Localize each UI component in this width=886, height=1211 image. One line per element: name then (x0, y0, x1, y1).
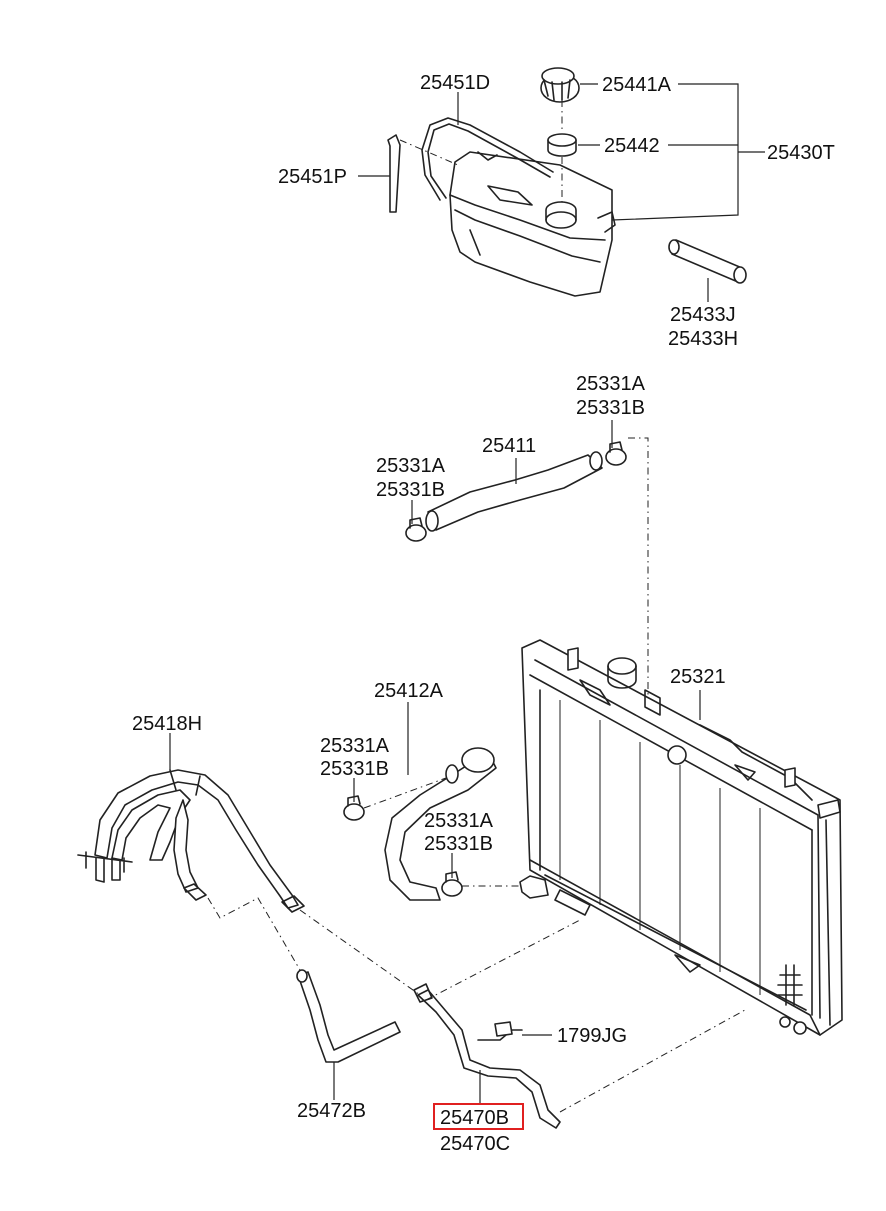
label-clamp-top-b: 25331B (576, 397, 645, 419)
label-25442: 25442 (604, 135, 660, 157)
upper-radiator-hose (425, 451, 603, 532)
label-25441A: 25441A (602, 74, 672, 96)
label-clamp-mid-a: 25331A (320, 735, 390, 757)
return-hose-upper-dash (425, 919, 581, 1001)
temperature-sensor (477, 1021, 523, 1041)
return-hose-pipe (413, 983, 561, 1129)
lower-radiator-hose (384, 747, 497, 901)
short-hose (668, 239, 747, 284)
label-clamp-mid-b: 25331B (320, 758, 389, 780)
label-25412A: 25412A (374, 680, 444, 702)
label-clamp-upper-b: 25331B (376, 479, 445, 501)
heater-hose-dash-left (207, 897, 301, 971)
lower-clamp-upper (343, 795, 365, 821)
heater-hose-assembly (77, 769, 305, 913)
label-25451P: 25451P (278, 166, 347, 188)
label-25411: 25411 (482, 435, 536, 457)
return-hose-lower-dash (559, 1009, 746, 1113)
overflow-hose (421, 117, 554, 201)
heater-pipe (296, 969, 401, 1063)
label-25430T: 25430T (767, 142, 835, 164)
overflow-hose-edge (427, 123, 551, 199)
label-25470B[interactable]: 25470B (440, 1107, 509, 1129)
leader-25441A-bracket (611, 83, 739, 221)
label-25321: 25321 (670, 666, 726, 688)
drain-pipe-dash (399, 139, 459, 166)
heater-hose-dash-right (299, 909, 421, 996)
label-clamp-low-b: 25331B (424, 833, 493, 855)
drain-pipe (387, 134, 401, 213)
label-clamp-upper-a: 25331A (376, 455, 446, 477)
reservoir-tank (449, 151, 616, 297)
label-25433H: 25433H (668, 328, 738, 350)
radiator-outlet-pipe (519, 875, 549, 899)
label-1799JG: 1799JG (557, 1025, 627, 1047)
label-25470C: 25470C (440, 1133, 510, 1155)
label-clamp-low-a: 25331A (424, 810, 494, 832)
cap-seal-ring (547, 133, 577, 157)
highlight-box (433, 1103, 524, 1130)
radiator (521, 639, 843, 1036)
label-25451D: 25451D (420, 72, 490, 94)
label-25433J: 25433J (670, 304, 736, 326)
lower-clamp-lower (441, 871, 463, 897)
upper-clamp-left (405, 517, 427, 542)
lower-hose-upper-dash (363, 777, 447, 809)
upper-clamp-right (605, 441, 627, 466)
label-25472B: 25472B (297, 1100, 366, 1122)
reservoir-cap (540, 67, 580, 103)
label-25418H: 25418H (132, 713, 202, 735)
label-clamp-top-a: 25331A (576, 373, 646, 395)
